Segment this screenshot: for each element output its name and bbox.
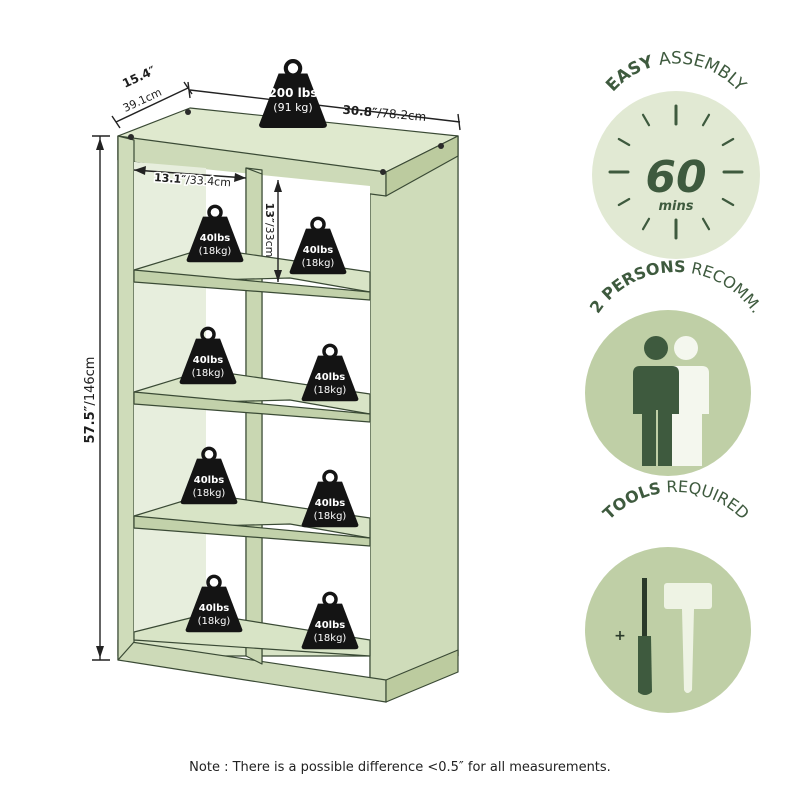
clock-tick: [701, 217, 711, 231]
tools-badge: TOOLS REQUIRED +: [585, 477, 753, 713]
cube-load-metric: (18kg): [198, 616, 231, 627]
cube-load-metric: (18kg): [314, 385, 347, 396]
cube-load-value: 40lbs: [200, 233, 231, 244]
measurement-note: Note : There is a possible difference <0…: [189, 760, 611, 775]
screwdriver-icon: +: [614, 578, 652, 695]
height-inches: 57.5″: [83, 405, 98, 443]
shelf-1-edge: [133, 269, 371, 301]
width-cm: /78.2cm: [377, 106, 427, 124]
persons-badge-title: 2 PERSONS RECOMM.: [586, 257, 767, 317]
clock-tick: [721, 197, 735, 207]
cube-height-inches: 13″: [263, 203, 276, 223]
cube-load-value: 40lbs: [315, 498, 346, 509]
cube-height-dimension: 13″/33cm: [263, 203, 276, 258]
width-dimension: 30.8″/78.2cm: [342, 103, 427, 124]
tools-badge-circle: [585, 547, 751, 713]
assembly-badge-title: EASY ASSEMBLY: [602, 48, 750, 96]
cube-weights: 40lbs (18kg) 40lbs (18kg) 40lbs (18kg) 40lbs (1…: [177, 204, 361, 652]
tools-badge-title: TOOLS REQUIRED: [599, 477, 753, 523]
top-right-edge: [385, 135, 459, 197]
end-panel: [369, 135, 459, 703]
assembly-minutes-value: 60: [645, 152, 706, 203]
cube-load-value: 40lbs: [194, 475, 225, 486]
cube-load-value: 40lbs: [199, 603, 230, 614]
dimension-arrowheads: [96, 138, 282, 658]
tools-title-bold: TOOLS: [599, 478, 662, 523]
assembly-title-bold: EASY: [602, 52, 656, 96]
assembly-badge: EASY ASSEMBLY 60 mins: [592, 48, 760, 259]
person-dark-icon: [633, 336, 679, 466]
cube-load-weight: 40lbs (18kg): [183, 574, 245, 635]
cube-load-value: 40lbs: [315, 372, 346, 383]
assembly-minutes-unit: mins: [659, 199, 694, 214]
depth-inches: 15.4″: [120, 63, 158, 91]
clock-tick: [721, 137, 735, 147]
cube-load-metric: (18kg): [193, 488, 226, 499]
clock-tick: [701, 113, 711, 127]
cube-width-dimension: 13.1″/33.4cm: [154, 171, 232, 189]
assembly-badge-circle: [592, 91, 760, 259]
cube-load-weight: 40lbs (18kg): [177, 326, 239, 387]
clock-tick: [641, 113, 651, 127]
cube-load-metric: (18kg): [192, 368, 225, 379]
shelf-3-edge: [133, 515, 371, 547]
left-outer-side: [117, 135, 135, 661]
persons-badge: 2 PERSONS RECOMM.: [585, 257, 766, 476]
height-dimension: 57.5″/146cm: [83, 357, 98, 444]
cube-load-weight: 40lbs (18kg): [287, 216, 349, 277]
height-cm: /146cm: [83, 357, 98, 406]
cube-load-value: 40lbs: [193, 355, 224, 366]
cube-load-weight: 40lbs (18kg): [184, 204, 246, 265]
cube-load-metric: (18kg): [199, 246, 232, 257]
cube-load-metric: (18kg): [314, 633, 347, 644]
cube-width-inches: 13.1″: [154, 171, 187, 186]
cube-load-weight: 40lbs (18kg): [299, 591, 361, 652]
clock-tick: [617, 197, 631, 207]
dimension-lines: [92, 81, 461, 661]
cube-width-cm: /33.4cm: [186, 173, 232, 189]
assembly-title-rest: ASSEMBLY: [651, 48, 750, 96]
tools-title-rest: REQUIRED: [660, 477, 753, 523]
clock-ticks: [608, 104, 744, 240]
top-load-value: 200 lbs: [268, 86, 317, 100]
clock-tick: [641, 217, 651, 231]
dowel-holes: [128, 109, 444, 175]
depth-dimension: 15.4″ 39.1cm: [120, 63, 164, 115]
cube-load-value: 40lbs: [303, 245, 334, 256]
cube-load-metric: (18kg): [314, 511, 347, 522]
top-load-metric: (91 kg): [273, 101, 312, 114]
clock-tick: [617, 137, 631, 147]
persons-title-bold: 2 PERSONS: [586, 257, 686, 317]
center-divider-front: [245, 167, 263, 665]
top-load-weight: 200 lbs (91 kg): [259, 61, 327, 128]
mallet-icon: [664, 583, 712, 693]
cube-height-cm: /33cm: [263, 223, 276, 257]
persons-title-rest: RECOMM.: [685, 258, 766, 317]
bottom-right-edge: [385, 649, 459, 703]
width-inches: 30.8″: [342, 103, 379, 120]
cube-load-weight: 40lbs (18kg): [299, 469, 361, 530]
cube-load-metric: (18kg): [302, 258, 335, 269]
cube-load-value: 40lbs: [315, 620, 346, 631]
bookcase: [117, 107, 459, 703]
cube-load-weight: 40lbs (18kg): [178, 446, 240, 507]
cube-load-weight: 40lbs (18kg): [299, 343, 361, 404]
svg-text:+: +: [614, 628, 626, 644]
shelf-2-edge: [133, 391, 371, 423]
